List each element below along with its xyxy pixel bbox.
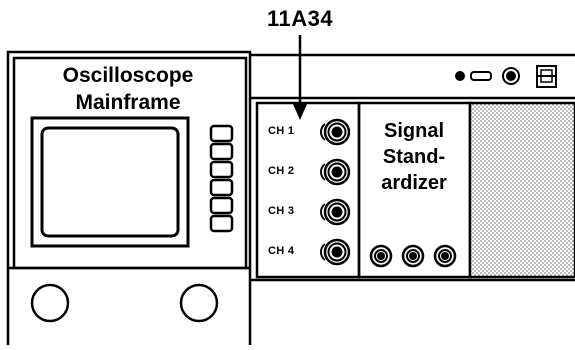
standardizer-label: Signal Stand- ardizer: [360, 118, 468, 196]
power-indicators: [455, 65, 557, 88]
bnc-connector-ch3: [320, 198, 351, 226]
blank-panel: [468, 101, 575, 279]
mainframe-label: Oscilloscope Mainframe: [18, 62, 238, 116]
bnc-connector-ch4: [320, 238, 351, 266]
channel-connectors: [320, 118, 351, 266]
menu-button: [209, 214, 234, 233]
module-label: 11A34: [266, 6, 334, 31]
channel-label-ch3: CH 3: [268, 205, 295, 217]
menu-button: [209, 142, 234, 161]
menu-button: [209, 160, 234, 179]
menu-button: [209, 178, 234, 197]
menu-button: [209, 196, 234, 215]
knob-right: [179, 283, 219, 323]
menu-buttons: [209, 124, 234, 233]
plug-in-bay: [250, 53, 575, 282]
standardizer-label-line3: ardizer: [381, 172, 447, 194]
indicator-dot: [455, 71, 465, 81]
mainframe-label-line1: Oscilloscope: [62, 64, 194, 87]
bnc-connector-ch2: [320, 158, 351, 186]
indicator-slot: [470, 71, 492, 81]
knob-left: [30, 283, 70, 323]
channel-label-ch2: CH 2: [268, 165, 295, 177]
mainframe-label-line2: Mainframe: [75, 91, 181, 114]
oscilloscope-mainframe: [6, 50, 252, 345]
standardizer-label-line2: Stand-: [382, 146, 446, 168]
channel-label-ch4: CH 4: [268, 245, 295, 257]
channel-label-ch1: CH 1: [268, 125, 295, 137]
pointer-arrow: [293, 35, 307, 120]
standardizer-connectors: [369, 244, 457, 268]
bnc-connector-ch1: [320, 118, 351, 146]
menu-button: [209, 124, 234, 143]
knobs: [30, 283, 219, 323]
crt-screen: [30, 116, 190, 248]
standardizer-label-line1: Signal: [383, 120, 444, 142]
